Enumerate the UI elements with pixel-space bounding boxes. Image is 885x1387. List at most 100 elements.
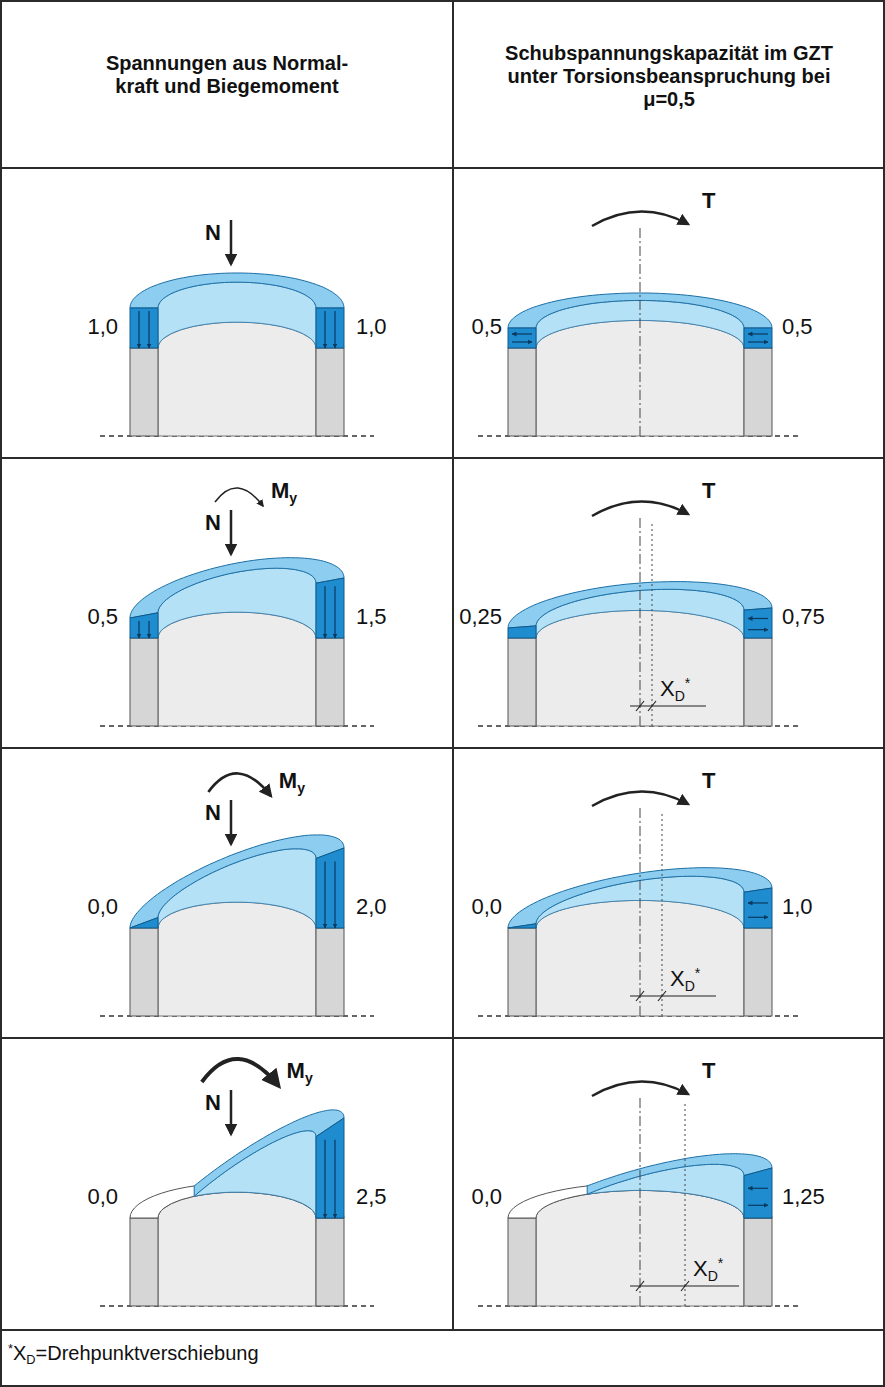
stress-front-face <box>744 1168 772 1218</box>
stress-arrow <box>324 586 325 638</box>
moment-label-part: y <box>297 780 305 796</box>
footnote: *XD=Drehpunktverschiebung <box>8 1342 259 1365</box>
footnote-part: D <box>26 1352 35 1367</box>
stress-top-surface <box>130 558 344 618</box>
stress-front-face <box>130 918 158 928</box>
row-divider <box>1 1329 884 1331</box>
stress-arrow <box>334 311 335 348</box>
row-divider <box>1 457 884 459</box>
cylinder-wall <box>316 1218 344 1306</box>
stress-top-surface <box>130 835 344 928</box>
stress-arrow <box>324 311 325 348</box>
moment-label-part: y <box>289 490 297 506</box>
dimension-label-part: * <box>695 965 700 981</box>
axis-line <box>640 228 641 436</box>
shear-arrow <box>748 1188 768 1189</box>
force-arrow <box>230 220 233 264</box>
moment-label: My <box>287 1058 313 1083</box>
dimension-label-part: D <box>675 688 685 704</box>
shear-arrow <box>748 341 768 342</box>
dimension-label: XD* <box>660 676 690 701</box>
torsion-label-part: T <box>702 768 715 793</box>
stress-arrow <box>334 861 335 928</box>
cylinder-interior <box>158 1192 316 1306</box>
stress-value: 1,0 <box>356 314 387 339</box>
dimension-label-part: X <box>670 966 685 991</box>
shear-value-part: 0,0 <box>471 1184 502 1209</box>
cylinder-wall <box>130 1218 158 1306</box>
shear-value-part: 0,25 <box>459 604 502 629</box>
stress-arrow <box>138 621 139 638</box>
stress-value: 0,5 <box>87 604 118 629</box>
shear-arrow <box>512 333 532 334</box>
dimension-label: XD* <box>670 966 700 991</box>
force-label: N <box>205 1090 221 1115</box>
row-divider <box>1 1037 884 1039</box>
cylinder-wall <box>744 348 772 436</box>
force-label: N <box>205 220 221 245</box>
cylinder-wall <box>744 1218 772 1306</box>
stress-front-face <box>508 626 536 638</box>
dimension-label-part: D <box>708 1268 718 1284</box>
footnote-part: X <box>13 1342 26 1364</box>
stress-value-part: 1,5 <box>356 604 387 629</box>
shear-value: 0,0 <box>471 894 502 919</box>
stress-value: 1,0 <box>87 314 118 339</box>
axis-line <box>640 518 641 726</box>
force-arrow <box>230 800 233 844</box>
shear-value-part: 0,5 <box>782 314 813 339</box>
cylinder-wall <box>316 348 344 436</box>
stress-value-part: 1,0 <box>87 314 118 339</box>
stress-value: 0,0 <box>87 1184 118 1209</box>
force-label: N <box>205 510 221 535</box>
force-label: N <box>205 800 221 825</box>
moment-label: My <box>271 478 297 503</box>
force-label-part: N <box>205 510 221 535</box>
shear-value-part: 0,5 <box>471 314 502 339</box>
cylinder-wall <box>316 638 344 726</box>
force-label-part: N <box>205 220 221 245</box>
force-label-part: N <box>205 1090 221 1115</box>
stress-value-part: 0,0 <box>87 894 118 919</box>
torsion-arrow <box>592 1081 688 1096</box>
axis-line <box>640 808 641 1016</box>
moment-label-part: y <box>305 1070 313 1086</box>
column-divider <box>452 1 454 1330</box>
force-label-part: N <box>205 800 221 825</box>
cylinder-wall <box>130 638 158 726</box>
torsion-label: T <box>702 1058 715 1083</box>
torsion-label: T <box>702 768 715 793</box>
torsion-arrow <box>592 791 688 806</box>
stress-value-part: 0,5 <box>87 604 118 629</box>
moment-label-part: M <box>279 768 297 793</box>
stress-inner-face <box>587 1164 744 1218</box>
cylinder-interior <box>158 902 316 1016</box>
cylinder-interior <box>158 322 316 436</box>
torsion-label-part: T <box>702 1058 715 1083</box>
dimension-tick <box>636 1281 644 1291</box>
moment-label-part: M <box>287 1058 305 1083</box>
cylinder-wall <box>130 348 158 436</box>
axis-line <box>640 1098 641 1306</box>
stress-value-part: 1,0 <box>356 314 387 339</box>
cylinder-wall <box>508 928 536 1016</box>
shear-arrow <box>748 902 768 903</box>
shear-value-part: 1,25 <box>782 1184 825 1209</box>
stress-front-face <box>508 328 536 348</box>
dimension-label-part: * <box>685 675 690 691</box>
shear-arrow <box>748 917 768 918</box>
dimension-label: XD* <box>693 1256 723 1281</box>
row-divider <box>1 167 884 169</box>
stress-value-part: 2,0 <box>356 894 387 919</box>
moment-label: My <box>279 768 305 793</box>
stress-value: 2,0 <box>356 894 387 919</box>
stress-arrow <box>334 1140 335 1218</box>
torsion-arrow <box>592 211 688 226</box>
cylinder-wall <box>508 348 536 436</box>
shear-arrow <box>748 333 768 334</box>
stress-front-face <box>744 888 772 928</box>
dimension-label-part: X <box>660 676 675 701</box>
cylinder-wall <box>508 638 536 726</box>
cylinder-wall <box>744 638 772 726</box>
